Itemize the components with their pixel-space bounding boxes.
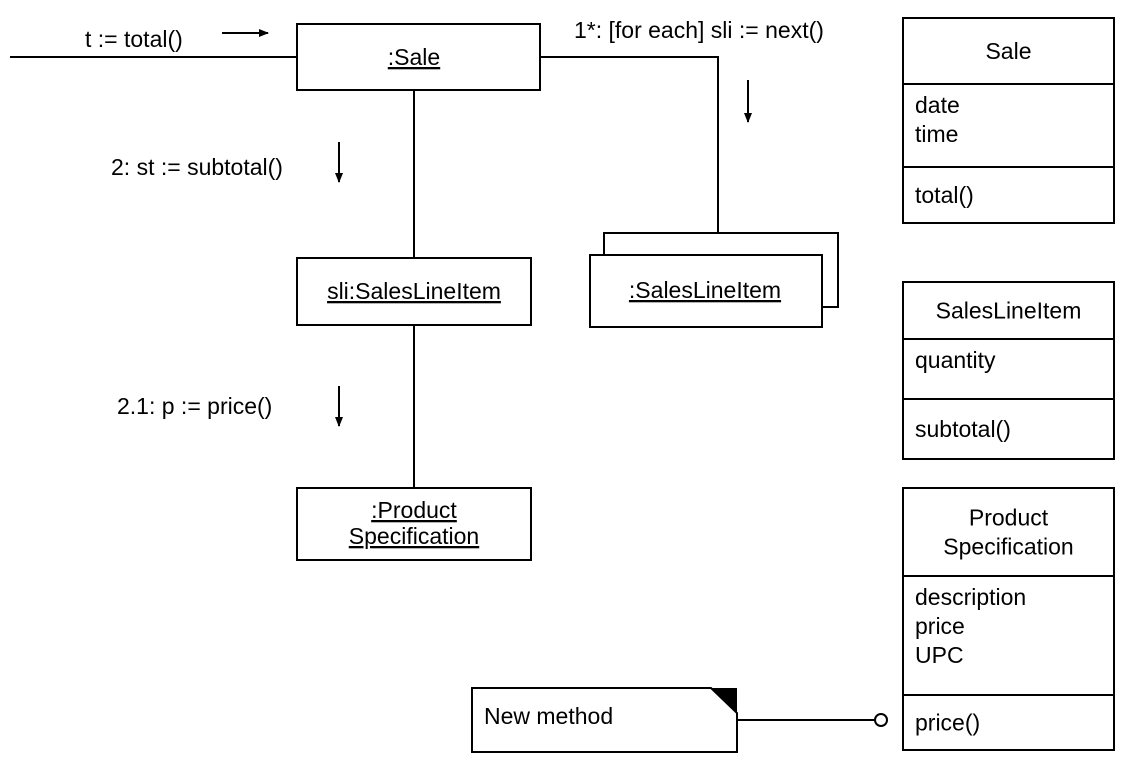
message-total: t := total() xyxy=(85,26,183,52)
class-box-sales-line-item xyxy=(902,281,1115,460)
sli-object: sli:SalesLineItem xyxy=(296,257,532,326)
class-attribute: UPC xyxy=(915,642,964,668)
class-method: total() xyxy=(915,182,974,208)
class-name: Specification xyxy=(943,534,1073,560)
note-text: New method xyxy=(484,703,613,729)
note: New method xyxy=(471,687,738,753)
class-name: Product xyxy=(969,505,1049,531)
sale-object: :Sale xyxy=(296,23,541,91)
sale-object-label: :Sale xyxy=(388,44,440,70)
multi-sli-object: :SalesLineItem xyxy=(589,232,839,328)
class-name: SalesLineItem xyxy=(936,298,1082,324)
message-price: 2.1: p := price() xyxy=(117,393,272,419)
link-sale-to-multi-sli xyxy=(540,56,719,233)
product-spec-object-label-line1: :Product xyxy=(371,497,457,523)
class-diagram: Sale date time total() SalesLineItem quantity… xyxy=(902,17,1115,751)
class-box-product-specification xyxy=(902,487,1115,751)
message-subtotal: 2: st := subtotal() xyxy=(111,154,283,180)
class-name: Sale xyxy=(985,38,1031,64)
interface-circle-icon xyxy=(874,713,888,727)
class-method: subtotal() xyxy=(915,416,1011,442)
class-method: price() xyxy=(915,710,980,736)
class-attribute: time xyxy=(915,121,958,147)
class-attribute: date xyxy=(915,92,960,118)
message-next: 1*: [for each] sli := next() xyxy=(574,17,824,43)
multi-sli-object-label: :SalesLineItem xyxy=(629,277,781,303)
sli-object-label: sli:SalesLineItem xyxy=(327,278,501,304)
class-attribute: quantity xyxy=(915,347,996,373)
class-box-sale xyxy=(902,17,1115,224)
class-attribute: description xyxy=(915,584,1026,610)
product-spec-object: :Product Specification xyxy=(296,487,532,561)
product-spec-object-label-line2: Specification xyxy=(349,523,479,549)
class-attribute: price xyxy=(915,613,965,639)
